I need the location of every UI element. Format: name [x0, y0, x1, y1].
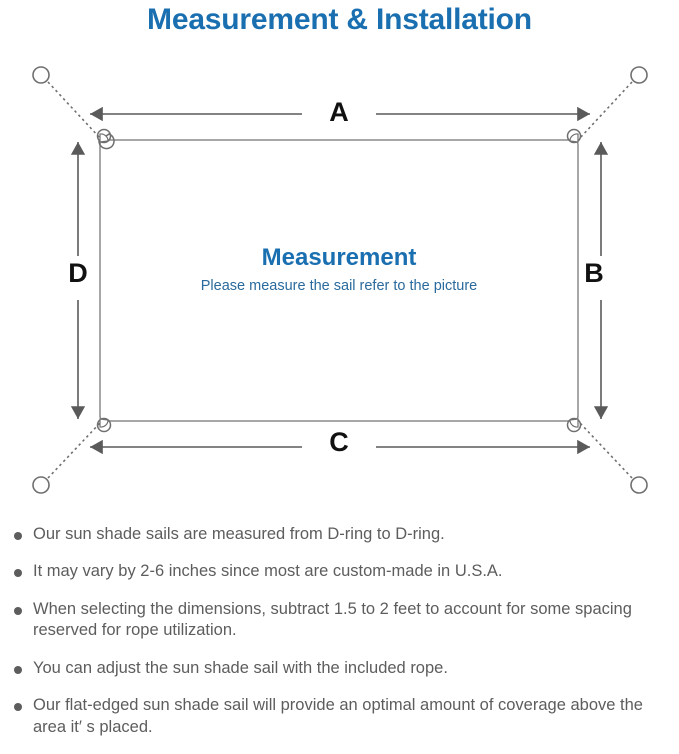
list-item: When selecting the dimensions, subtract … [0, 599, 679, 642]
list-item: You can adjust the sun shade sail with t… [0, 658, 679, 679]
sail-subtext: Please measure the sail refer to the pic… [200, 278, 478, 294]
sail-body [99, 139, 579, 422]
bullet-icon [14, 532, 22, 540]
note-text: Our sun shade sails are measured from D-… [33, 525, 445, 543]
sail-diagram-svg [32, 66, 648, 494]
anchor-point-bottom-left-icon [32, 476, 50, 494]
page-title: Measurement & Installation [147, 3, 532, 36]
rope-line-top-right [579, 81, 633, 139]
notes-list: Our sun shade sails are measured from D-… [0, 524, 679, 754]
d-ring-tab-top-left-icon [99, 133, 109, 143]
d-ring-tab-bottom-left-icon [99, 418, 109, 428]
list-item: Our flat-edged sun shade sail will provi… [0, 695, 679, 738]
list-item: Our sun shade sails are measured from D-… [0, 524, 679, 545]
note-text: When selecting the dimensions, subtract … [33, 599, 632, 640]
d-ring-tab-bottom-right-icon [569, 418, 579, 428]
dimension-label-d: D [68, 258, 88, 288]
anchor-point-bottom-right-icon [630, 476, 648, 494]
sail-heading: Measurement [261, 244, 417, 271]
note-text: You can adjust the sun shade sail with t… [33, 658, 448, 677]
d-ring-bottom-right-loop-icon [566, 417, 582, 433]
anchor-point-top-left-icon [32, 66, 50, 84]
bullet-icon [14, 569, 22, 578]
anchor-point-top-right-icon [630, 66, 648, 84]
d-ring-top-left-loop-icon [96, 128, 112, 144]
diagram-container: Measurement Please measure the sail refe… [0, 44, 679, 520]
d-ring-top-right-loop-icon [566, 128, 582, 144]
rope-line-bottom-right [579, 422, 633, 479]
bullet-icon [14, 606, 22, 615]
d-ring-tab-top-right-icon [569, 133, 579, 143]
list-item: It may vary by 2-6 inches since most are… [0, 561, 679, 582]
rope-line-bottom-left [47, 422, 101, 479]
dimension-label-a: A [329, 97, 349, 127]
dimension-label-c: C [329, 427, 349, 457]
rope-line-top-left [47, 81, 101, 139]
note-text: It may vary by 2-6 inches since most are… [33, 562, 503, 581]
dimension-label-b: B [584, 258, 604, 288]
bullet-icon [14, 703, 22, 712]
note-text: Our flat-edged sun shade sail will provi… [33, 696, 643, 736]
d-ring-bottom-left-loop-icon [96, 417, 112, 433]
bullet-icon [14, 665, 22, 674]
